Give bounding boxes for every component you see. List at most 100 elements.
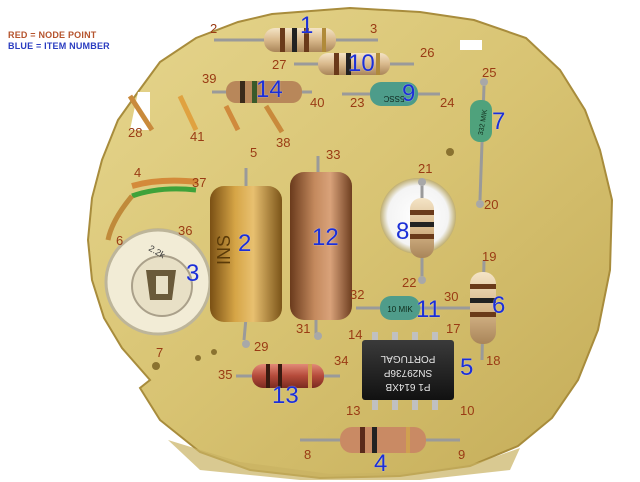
ic-pin <box>392 332 398 344</box>
board-bottom-tab <box>168 440 520 480</box>
node-label: 14 <box>348 327 363 342</box>
board-slot <box>460 40 482 50</box>
node-label: 18 <box>486 353 501 368</box>
resistor-band <box>266 364 270 388</box>
resistor-band <box>410 222 434 227</box>
item-label: 2 <box>238 230 252 257</box>
node-label: 5 <box>250 145 258 160</box>
node-label: 6 <box>116 233 124 248</box>
marking-item-11: 10 MIK <box>387 305 413 314</box>
resistor-band <box>322 28 326 52</box>
node-label: 20 <box>484 197 499 212</box>
item-label: 1 <box>300 12 314 39</box>
node-label: 37 <box>192 175 207 190</box>
chip-line-1: P1 614XB <box>385 381 430 392</box>
mounting-hole <box>195 355 201 361</box>
capacitor-item-7 <box>470 100 492 142</box>
resistor-band <box>410 210 434 215</box>
capacitor-item-9 <box>370 82 418 106</box>
item-label: 7 <box>492 108 506 135</box>
ic-pin <box>432 396 438 410</box>
ic-chip-item-5 <box>362 340 454 400</box>
node-label: 28 <box>128 125 143 140</box>
ic-pin <box>372 332 378 344</box>
item-label: 3 <box>186 260 200 287</box>
mounting-hole <box>446 148 454 156</box>
node-label: 7 <box>156 345 164 360</box>
ic-pin <box>392 396 398 410</box>
solder-pad <box>480 78 488 86</box>
legend-item-number: BLUE = ITEM NUMBER <box>8 41 110 51</box>
pin-wire <box>127 94 155 132</box>
ic-pin <box>412 332 418 344</box>
resistor-band <box>304 28 309 52</box>
capacitor-item-2 <box>210 186 282 322</box>
node-label: 13 <box>346 403 361 418</box>
ic-pin <box>432 332 438 344</box>
node-label: 21 <box>418 161 433 176</box>
marking-item-7: 332 MIK <box>478 109 489 136</box>
resistor-band <box>406 427 410 453</box>
jumper-wire <box>131 177 199 189</box>
node-label: 41 <box>190 129 205 144</box>
resistor-band <box>308 364 312 388</box>
node-label: 29 <box>254 339 269 354</box>
ic-pin <box>372 396 378 410</box>
node-label: 4 <box>134 165 142 180</box>
resistor-band <box>252 81 257 103</box>
node-label: 35 <box>218 367 233 382</box>
solder-pad <box>314 332 322 340</box>
node-label: 10 <box>460 403 475 418</box>
node-label: 31 <box>296 321 311 336</box>
node-label: 24 <box>440 95 455 110</box>
node-label: 26 <box>420 45 435 60</box>
pin-wire <box>263 104 285 134</box>
resistor-band <box>292 28 297 52</box>
resistor-band <box>334 53 339 75</box>
chip-line-3: PORTUGAL <box>380 353 435 364</box>
resistor-band <box>346 53 351 75</box>
legend-node-point: RED = NODE POINT <box>8 30 97 40</box>
item-label: 12 <box>312 224 339 251</box>
resistor-band <box>376 53 380 75</box>
solder-pad <box>418 276 426 284</box>
node-label: 2 <box>210 21 218 36</box>
item-label: 10 <box>348 50 375 77</box>
marking-item-9: 5SSC <box>383 94 404 103</box>
solder-pad <box>242 340 250 348</box>
node-label: 33 <box>326 147 341 162</box>
solder-pad <box>476 200 484 208</box>
item-label: 14 <box>256 76 283 103</box>
item-label: 5 <box>460 354 474 381</box>
node-label: 9 <box>458 447 466 462</box>
item-label: 9 <box>402 80 416 107</box>
pin-wire <box>177 94 199 132</box>
node-label: 3 <box>370 21 378 36</box>
mounting-hole <box>211 349 217 355</box>
node-label: 30 <box>444 289 459 304</box>
node-label: 27 <box>272 57 287 72</box>
trimmer-slot <box>156 276 168 294</box>
node-label: 25 <box>482 65 497 80</box>
resistor-band <box>470 284 496 289</box>
node-label: 8 <box>304 447 312 462</box>
jumper-wire <box>105 194 134 241</box>
item-label: 8 <box>396 218 410 245</box>
node-label: 32 <box>350 287 365 302</box>
node-label: 19 <box>482 249 497 264</box>
node-label: 22 <box>402 275 417 290</box>
marking-item-2: INS <box>214 235 234 265</box>
node-label: 36 <box>178 223 193 238</box>
pin-wire <box>223 104 241 132</box>
node-label: 34 <box>334 353 349 368</box>
node-label: 23 <box>350 95 365 110</box>
chip-line-2: SN29736P <box>383 367 432 378</box>
capacitor-item-11 <box>380 296 420 320</box>
resistor-item-6 <box>470 272 496 344</box>
jumper-wire <box>131 186 197 199</box>
resistor-band <box>240 81 245 103</box>
ic-pin <box>412 396 418 410</box>
item-label: 4 <box>374 450 388 477</box>
resistor-band <box>278 364 282 388</box>
